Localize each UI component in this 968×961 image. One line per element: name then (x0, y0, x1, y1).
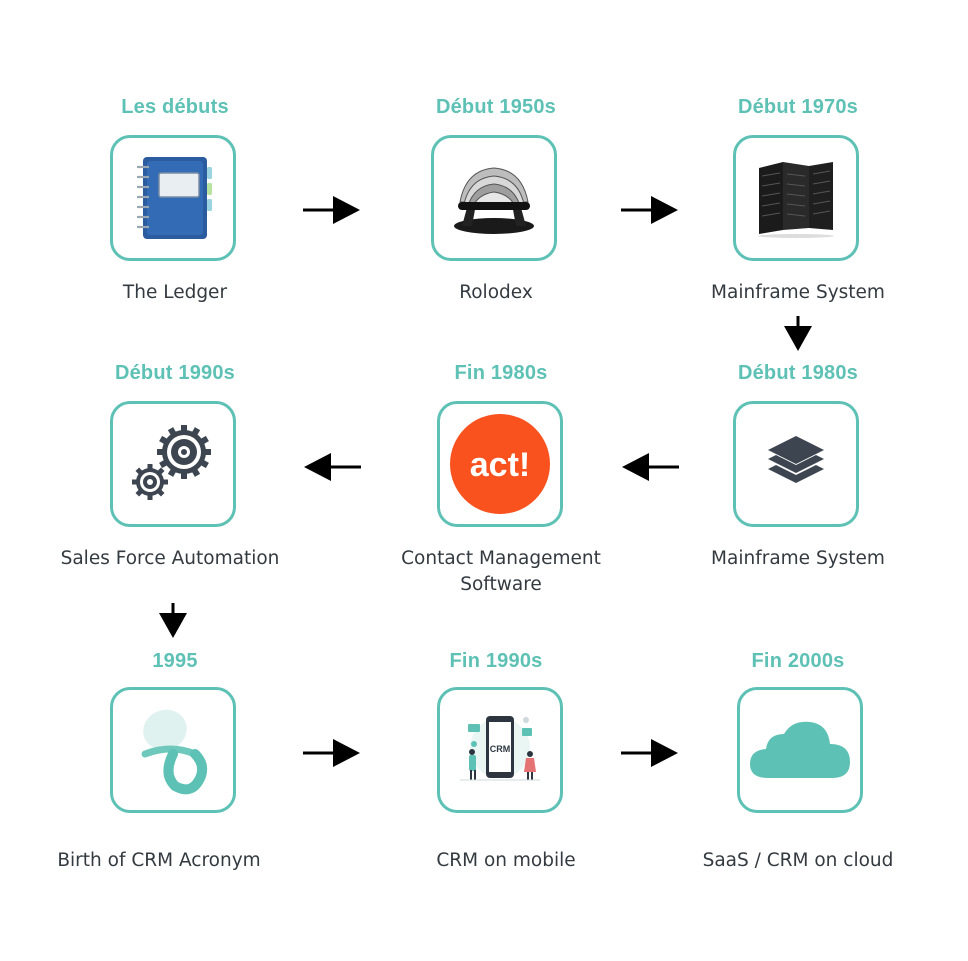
era-label: Fin 1990s (449, 650, 543, 672)
node-label: CRM on mobile (436, 850, 576, 871)
era-label: Début 1990s (114, 362, 236, 384)
arrow-down-icon (784, 316, 812, 351)
icon-box (431, 135, 557, 261)
era-label: Fin 1980s (454, 362, 548, 384)
arrow-right-icon (303, 739, 360, 767)
node-label: The Ledger (122, 282, 228, 303)
era-label: Début 1970s (737, 96, 859, 118)
server-rack-icon (758, 162, 834, 238)
layers-icon (768, 436, 824, 483)
era-label: Les débuts (121, 96, 229, 118)
crm-mobile-icon: CRM (460, 716, 540, 781)
node-label: Mainframe System (711, 282, 885, 303)
act-logo-text: act! (470, 446, 530, 484)
arrow-down-icon (159, 603, 187, 638)
node-label: SaaS / CRM on cloud (702, 850, 894, 871)
icon-box (737, 687, 863, 813)
crm-phone-text: CRM (490, 744, 511, 754)
arrow-right-icon (621, 196, 678, 224)
node-label: Rolodex (459, 282, 533, 303)
node-label: Mainframe System (711, 548, 885, 569)
arrow-left-icon (304, 453, 361, 481)
node-label: Contact Management Software (401, 548, 601, 595)
icon-box (110, 401, 236, 527)
icon-box (110, 687, 236, 813)
gears-icon (132, 425, 211, 500)
pacifier-icon (141, 709, 208, 795)
rolodex-icon (454, 167, 534, 234)
era-label: Début 1950s (435, 96, 557, 118)
arrow-left-icon (622, 453, 679, 481)
era-label: 1995 (152, 650, 198, 672)
node-label: Sales Force Automation (60, 548, 280, 569)
cloud-icon (750, 721, 850, 778)
node-label: Birth of CRM Acronym (57, 850, 261, 871)
icon-box (110, 135, 236, 261)
act-logo-icon: act! (450, 414, 550, 514)
era-label: Début 1980s (737, 362, 859, 384)
icon-box (733, 135, 859, 261)
icon-box: CRM (437, 687, 563, 813)
arrow-right-icon (621, 739, 678, 767)
icon-box: act! (437, 401, 563, 527)
icon-box (733, 401, 859, 527)
ledger-icon (137, 157, 212, 239)
arrow-right-icon (303, 196, 360, 224)
era-label: Fin 2000s (751, 650, 845, 672)
